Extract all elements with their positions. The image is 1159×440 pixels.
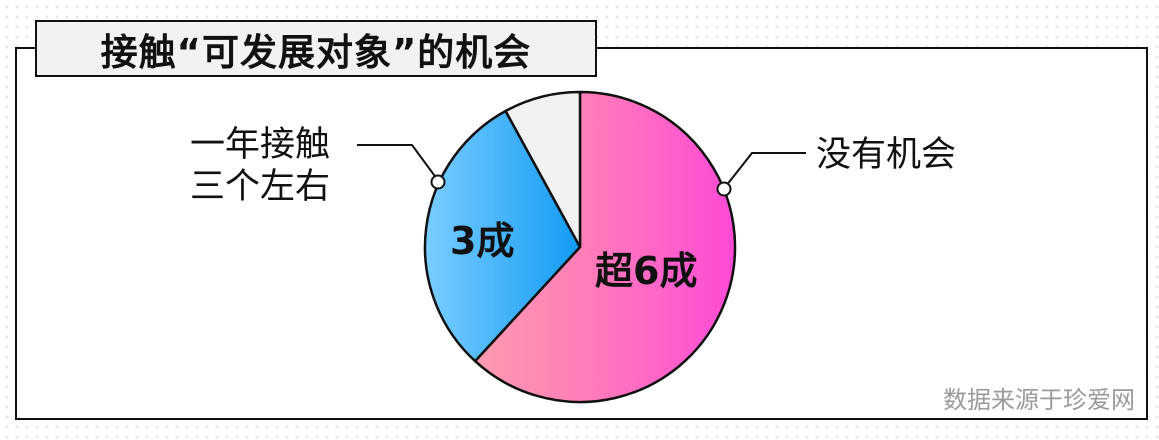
pie-slice-no-chance <box>473 90 737 404</box>
legend-label-three-per-year: 一年接触 三个左右 <box>190 124 330 208</box>
legend-label-no-chance: 没有机会 <box>816 135 957 175</box>
leader-dot-right <box>716 181 732 197</box>
pie-slice-other <box>504 90 582 249</box>
data-label-blue: 3成 <box>450 219 515 263</box>
legend-label-line2: 三个左右 <box>190 167 331 207</box>
title-box: 接触“可发展对象”的机会 <box>35 20 597 77</box>
data-label-pink: 超6成 <box>595 249 698 293</box>
chart-title: 接触“可发展对象”的机会 <box>100 30 532 74</box>
source-note: 数据来源于珍爱网 <box>943 386 1135 414</box>
leader-dot-left <box>430 174 446 190</box>
legend-label-line1: 一年接触 <box>190 125 331 165</box>
leader-line-right <box>725 152 806 187</box>
leader-line-left <box>357 144 438 180</box>
pie-slice-three-per-year <box>423 109 582 363</box>
